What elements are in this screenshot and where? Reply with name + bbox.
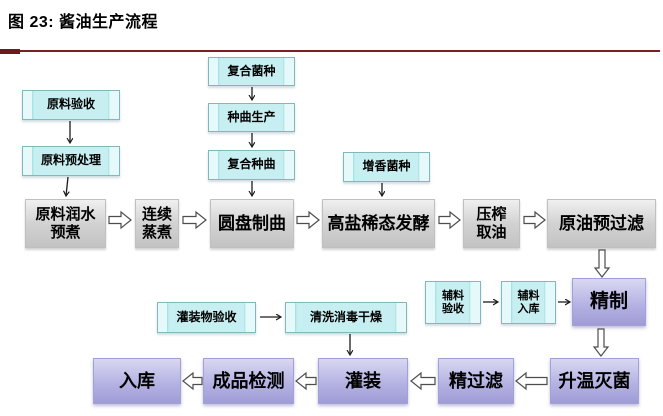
block-arrow-right-3 bbox=[296, 210, 320, 230]
node-disc-koji: 圆盘制曲 bbox=[210, 199, 294, 248]
node-aux-accept: 辅料 验收 bbox=[425, 281, 481, 324]
node-compound-strain: 复合菌种 bbox=[208, 57, 295, 86]
node-raw-pretreat: 原料预处理 bbox=[22, 146, 120, 176]
node-soak-precook: 原料润水 预煮 bbox=[25, 199, 106, 248]
block-arrow-left-2 bbox=[410, 371, 436, 391]
node-crude-prefilter: 原油预过滤 bbox=[547, 199, 656, 248]
title-divider bbox=[0, 50, 660, 52]
node-ferment: 高盐稀态发酵 bbox=[322, 199, 435, 248]
node-cont-steam: 连续 蒸煮 bbox=[135, 199, 179, 248]
node-raw-accept: 原料验收 bbox=[22, 90, 120, 120]
block-arrow-left-3 bbox=[295, 371, 317, 391]
figure-title: 图 23: 酱油生产流程 bbox=[8, 14, 159, 31]
block-arrow-left-4 bbox=[182, 371, 203, 391]
node-filling: 灌装 bbox=[318, 358, 408, 404]
node-filling-accept: 灌装物验收 bbox=[157, 302, 256, 333]
arrow-pretreat-to-soak bbox=[66, 176, 68, 196]
title-divider-cap bbox=[0, 49, 20, 54]
block-arrow-right-2 bbox=[182, 210, 207, 230]
node-aroma-strain: 增香菌种 bbox=[343, 152, 430, 182]
node-heat-sterilize: 升温灭菌 bbox=[550, 358, 639, 404]
node-refine: 精制 bbox=[572, 278, 646, 326]
node-aux-storage: 辅料 入库 bbox=[501, 281, 556, 324]
node-clean-dry: 清洗消毒干燥 bbox=[285, 302, 407, 333]
node-product-test: 成品检测 bbox=[203, 358, 294, 404]
node-seed-koji-prod: 种曲生产 bbox=[208, 103, 295, 132]
block-arrow-down-prefilter-to-refine bbox=[593, 249, 611, 278]
block-arrow-left-1 bbox=[515, 371, 548, 391]
block-arrow-right-1 bbox=[108, 210, 132, 230]
block-arrow-right-5 bbox=[523, 210, 546, 230]
node-storage: 入库 bbox=[93, 358, 181, 404]
node-compound-seed-koji: 复合种曲 bbox=[208, 150, 295, 180]
node-fine-filter: 精过滤 bbox=[438, 358, 514, 404]
node-press-oil: 压榨 取油 bbox=[463, 199, 520, 248]
block-arrow-down-refine-to-sterilize bbox=[592, 328, 610, 357]
block-arrow-right-4 bbox=[438, 210, 461, 230]
